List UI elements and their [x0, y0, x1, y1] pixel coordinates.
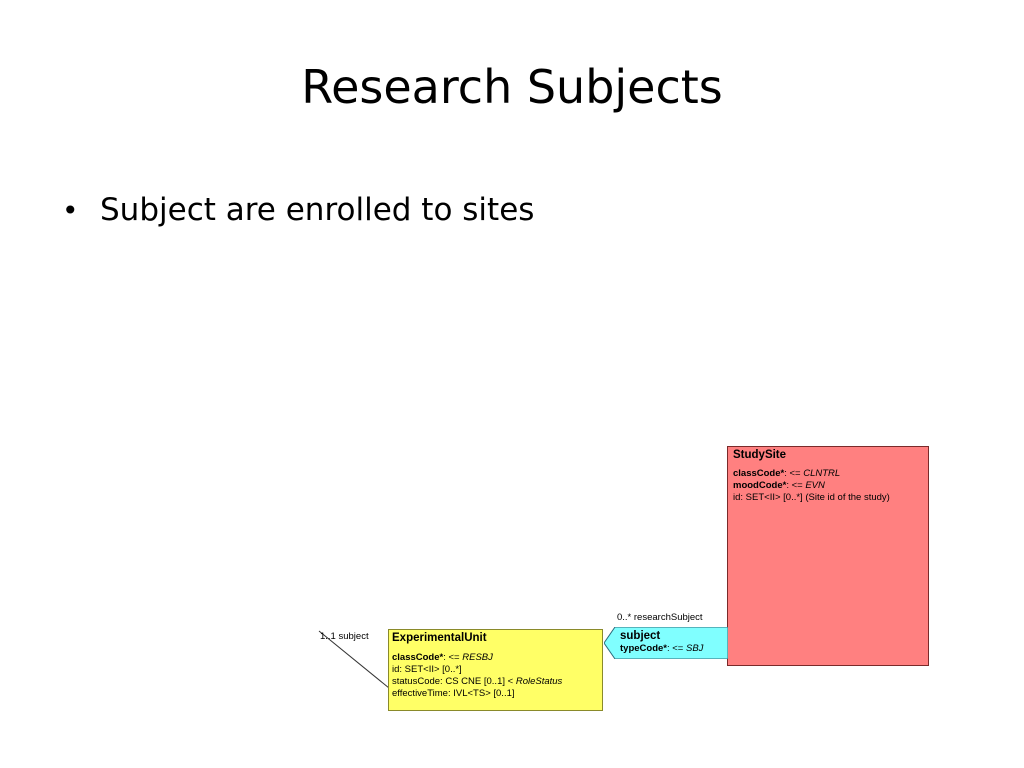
research-subject-label: 0..* researchSubject [617, 612, 703, 623]
study-site-attr-moodcode: moodCode*: <= EVN [733, 480, 825, 491]
experimental-unit-title: ExperimentalUnit [392, 632, 487, 644]
experimental-unit-attr-statuscode: statusCode: CS CNE [0..1] < RoleStatus [392, 676, 563, 687]
bullet-list: • Subject are enrolled to sites [62, 192, 534, 228]
experimental-unit-attr-id: id: SET<II> [0..*] [392, 664, 462, 675]
subject-role-title: subject [620, 630, 661, 642]
experimental-unit-box: ExperimentalUnit classCode*: <= RESBJ id… [388, 629, 603, 711]
subject-role-text: subject typeCode*: <= SBJ [620, 629, 703, 655]
study-site-title: StudySite [733, 449, 787, 461]
bullet-dot-icon: • [62, 194, 79, 227]
subject-role-box: subject typeCode*: <= SBJ [604, 627, 728, 659]
bullet-text: Subject are enrolled to sites [100, 192, 535, 228]
experimental-unit-attr-classcode: classCode*: <= RESBJ [392, 652, 493, 663]
subject-role-shape [604, 627, 728, 659]
subject-role-attr-typecode: typeCode*: <= SBJ [620, 643, 704, 654]
bullet-item: • Subject are enrolled to sites [62, 192, 534, 228]
study-site-attributes: classCode*: <= CLNTRL moodCode*: <= EVN … [733, 468, 923, 504]
study-site-box: StudySite classCode*: <= CLNTRL moodCode… [727, 446, 929, 666]
study-site-attr-id: id: SET<II> [0..*] (Site id of the study… [733, 492, 890, 503]
experimental-unit-attributes: classCode*: <= RESBJ id: SET<II> [0..*] … [392, 652, 599, 700]
experimental-unit-attr-effectivetime: effectiveTime: IVL<TS> [0..1] [392, 688, 515, 699]
slide-title: Research Subjects [301, 60, 723, 114]
subject-label: 1..1 subject [320, 631, 369, 642]
study-site-attr-classcode: classCode*: <= CLNTRL [733, 468, 841, 479]
